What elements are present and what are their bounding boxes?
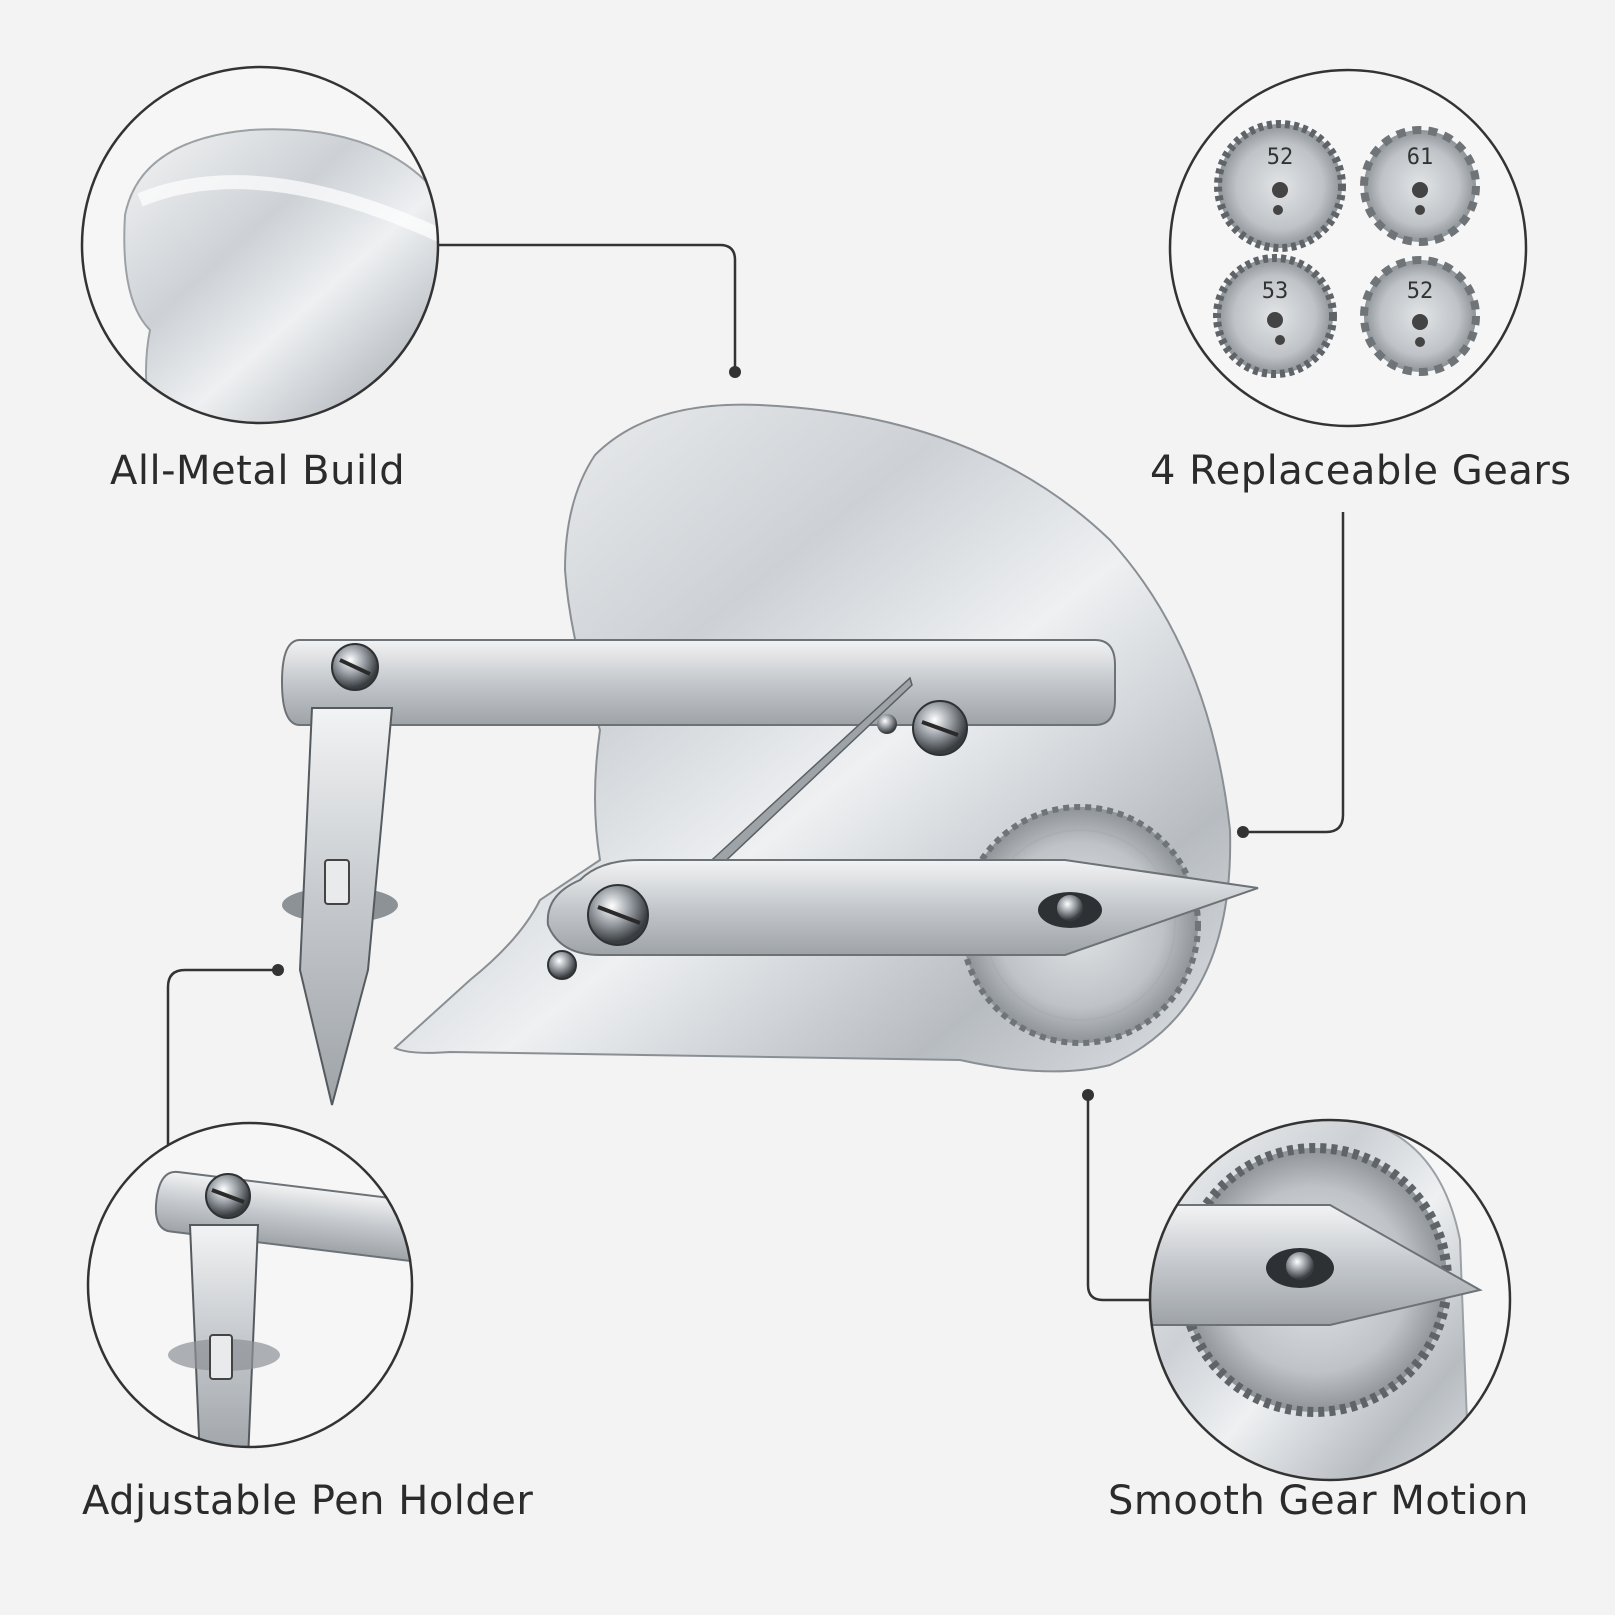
callout-gears: 52 61 53 52 [1168,68,1528,428]
feature-label-pen: Adjustable Pen Holder [82,1478,534,1524]
callout-metal [80,65,440,425]
callout-pen [86,1121,414,1449]
gear-number: 61 [1407,145,1434,170]
gear-61 [1360,126,1480,246]
callout-motion [1148,1118,1512,1482]
gear-53 [1213,254,1337,378]
callout-connectors [166,243,1345,1302]
gear-number: 52 [1267,145,1294,170]
pen-holder [282,707,398,1106]
connector-dots [272,366,1249,1101]
feature-label-motion: Smooth Gear Motion [1108,1478,1529,1524]
gear-52-b [1360,256,1480,376]
feature-label-gears: 4 Replaceable Gears [1150,448,1572,494]
pantograph-tool [280,403,1259,1106]
gear-number: 52 [1407,279,1434,304]
gear-52-a [1214,120,1346,252]
feature-label-metal: All-Metal Build [110,448,406,494]
gear-number: 53 [1262,279,1289,304]
